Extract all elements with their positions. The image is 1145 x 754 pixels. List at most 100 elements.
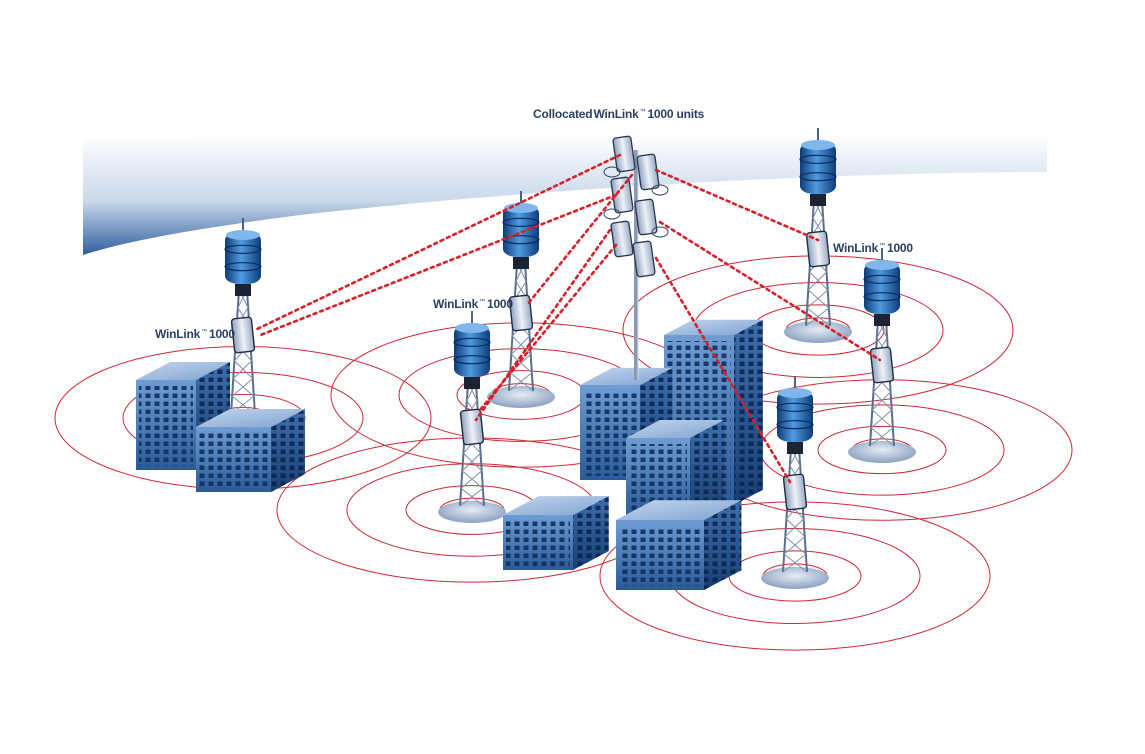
tower-left — [224, 218, 262, 415]
winlink-panel — [805, 230, 831, 268]
building-windows — [734, 319, 763, 505]
radome-cap — [778, 388, 812, 398]
wireless-links — [253, 153, 882, 484]
tower-brace — [807, 271, 827, 291]
building-windows — [506, 521, 570, 566]
collocated-panel — [636, 153, 660, 191]
radome — [864, 262, 900, 314]
tower-base-pad — [848, 441, 916, 463]
radome-band — [224, 262, 262, 272]
tower-leg — [798, 447, 808, 573]
radome-band — [776, 402, 814, 412]
mount-bracket — [874, 314, 890, 326]
tower-brace — [809, 271, 829, 291]
radome — [454, 325, 490, 377]
buildings — [136, 319, 763, 590]
tower-right-top — [799, 128, 837, 327]
building-left-back — [136, 362, 230, 470]
radome-cap — [455, 323, 489, 333]
cable-loop — [603, 166, 621, 178]
trademark-mark: ™ — [879, 243, 885, 249]
tower-brace — [805, 307, 830, 327]
tower-brace — [870, 409, 893, 429]
building-windows — [139, 386, 193, 466]
building-roof — [503, 496, 609, 515]
cable-loop — [651, 226, 669, 238]
building-windows — [690, 420, 724, 518]
tower-base-pad — [487, 386, 555, 408]
trademark-mark: ™ — [479, 299, 485, 305]
tower-brace — [460, 470, 483, 489]
building-roof — [580, 367, 673, 385]
collocated-name: WinLink — [593, 107, 639, 121]
tower-brace — [461, 470, 484, 489]
winlink-panel — [869, 346, 895, 384]
building-roof — [616, 500, 742, 520]
winlink-panel — [782, 473, 808, 511]
tower-brace — [871, 391, 891, 411]
trademark-mark: ™ — [201, 329, 207, 335]
tower-right-mid — [863, 248, 901, 447]
tower-leg — [782, 447, 792, 573]
tower-brace — [232, 360, 252, 379]
building-windows — [199, 433, 268, 488]
radome-cap — [865, 260, 899, 270]
winlink-panel — [230, 316, 256, 354]
tower-brace — [871, 409, 894, 429]
tower-leg — [885, 319, 895, 447]
tower-brace — [783, 553, 808, 573]
building-roof — [664, 319, 763, 335]
wireless-link — [256, 193, 618, 338]
radome-band — [224, 244, 262, 254]
tower-brace — [460, 488, 485, 507]
tower-center — [502, 191, 540, 392]
mount-bracket — [464, 377, 480, 389]
coverage-ring — [817, 425, 947, 475]
tower-brace — [231, 378, 254, 397]
tower-brace — [786, 518, 806, 537]
tower-brace — [510, 335, 530, 355]
collocated-panel — [632, 240, 656, 278]
tower-base-pad — [438, 501, 506, 523]
radome — [777, 390, 813, 442]
tower-brace — [512, 335, 532, 355]
winlink-left-rest: 1000 — [208, 327, 235, 341]
radome-cap — [801, 140, 835, 150]
tower-brace — [510, 354, 533, 374]
tower-leg — [869, 319, 879, 447]
mount-bracket — [810, 194, 826, 206]
building-left-front — [196, 409, 305, 492]
building-windows — [704, 500, 742, 590]
tower-base-pad — [784, 321, 852, 343]
mount-bracket — [235, 284, 251, 296]
tower-brace — [784, 518, 804, 537]
tower-brace — [508, 372, 533, 392]
wireless-link — [253, 153, 622, 332]
tower-right-low — [776, 376, 814, 573]
central-mast — [603, 135, 669, 380]
radome-band — [863, 274, 901, 284]
radome-band — [863, 292, 901, 302]
radome-band — [502, 217, 540, 227]
trademark-mark: ™ — [639, 109, 646, 115]
towers — [224, 128, 901, 573]
collocated-prefix: Collocated — [533, 107, 593, 121]
wireless-link — [474, 228, 612, 422]
building-windows — [573, 496, 609, 570]
tower-brace — [784, 536, 807, 555]
tower-brace — [783, 536, 806, 555]
tower-brace — [509, 372, 534, 392]
building-roof — [136, 362, 230, 380]
tower-brace — [234, 360, 254, 379]
cable-loop — [603, 208, 621, 220]
wireless-link — [525, 173, 634, 307]
tower-brace — [463, 452, 483, 472]
radome-cap — [226, 230, 260, 240]
cable-loop — [651, 184, 669, 196]
tower-brace — [807, 289, 830, 309]
radome-band — [453, 355, 491, 365]
